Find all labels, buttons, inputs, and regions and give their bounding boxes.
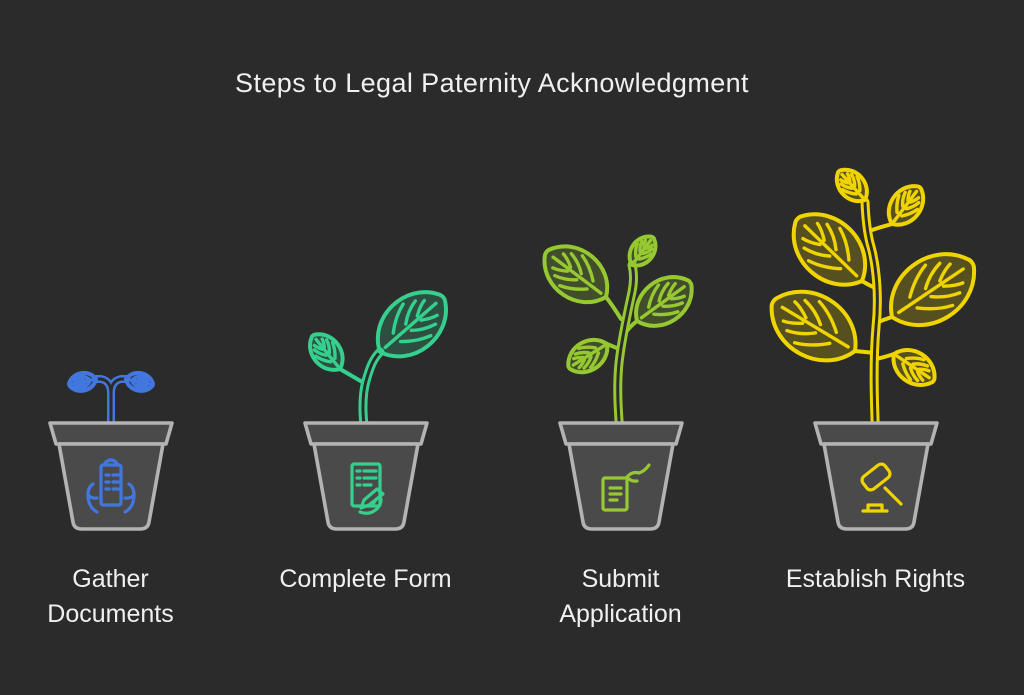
step-gather-documents: Gather Documents — [0, 347, 238, 695]
step-label-establish-rights: Establish Rights — [785, 565, 966, 593]
step-label-complete-form: Complete Form — [279, 565, 452, 593]
step-establish-rights: Establish Rights — [748, 147, 1003, 695]
sprout-plant-illustration — [300, 282, 476, 531]
form-signing-icon — [349, 462, 385, 515]
step-submit-application: Submit Application — [493, 217, 748, 695]
step-label-submit-application: Submit Application — [559, 565, 682, 628]
young-plant-illustration — [511, 229, 731, 531]
seedling-plant-illustration — [47, 369, 174, 531]
page-title: Steps to Legal Paternity Acknowledgment — [235, 68, 749, 98]
hands-holding-document-icon — [85, 458, 136, 514]
submit-document-icon — [600, 463, 651, 512]
mature-plant-illustration — [766, 161, 986, 531]
step-label-gather-documents: Gather Documents — [47, 565, 174, 628]
steps-row: Gather Documents Complete Form — [0, 147, 1007, 695]
gavel-icon — [859, 462, 903, 513]
step-complete-form: Complete Form — [238, 282, 493, 695]
